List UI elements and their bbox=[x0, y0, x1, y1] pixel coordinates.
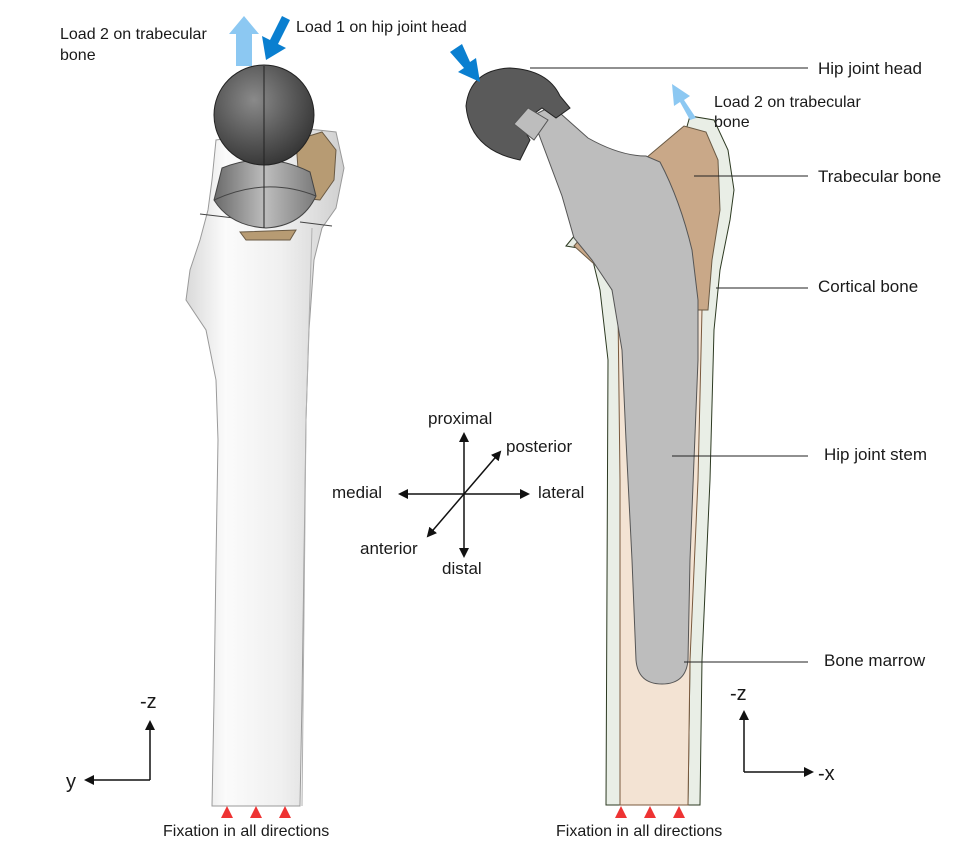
right-load1-arrow bbox=[450, 44, 480, 82]
label-trabecular-bone: Trabecular bone bbox=[818, 167, 941, 186]
fixation-triangle bbox=[250, 806, 262, 818]
left-load1-label: Load 1 on hip joint head bbox=[296, 19, 467, 36]
left-load1-arrow bbox=[262, 16, 290, 60]
orientation-cross: proximal posterior medial lateral anteri… bbox=[332, 409, 584, 578]
orientation-posterior-arrow bbox=[463, 450, 502, 495]
left-load2-label-line2: bone bbox=[60, 47, 96, 64]
left-fixation-label: Fixation in all directions bbox=[163, 823, 329, 840]
left-bone-body bbox=[185, 127, 345, 807]
right-axis-horizontal-label: -x bbox=[818, 763, 835, 785]
fixation-triangle bbox=[279, 806, 291, 818]
left-fixation-markers bbox=[221, 806, 291, 818]
left-neck-ring bbox=[213, 186, 317, 201]
fixation-triangle bbox=[615, 806, 627, 818]
hip-joint-stem-region bbox=[531, 105, 699, 685]
orientation-distal-label: distal bbox=[442, 559, 482, 578]
orientation-lateral-label: lateral bbox=[538, 483, 584, 502]
fixation-triangle bbox=[221, 806, 233, 818]
right-fixation-label: Fixation in all directions bbox=[556, 823, 722, 840]
label-load2: Load 2 on trabecular bbox=[714, 94, 861, 111]
fixation-triangle bbox=[644, 806, 656, 818]
left-load2-label: Load 2 on trabecular bbox=[60, 26, 207, 43]
left-axis-vertical-label: -z bbox=[140, 691, 157, 713]
hip-joint-head-section bbox=[465, 67, 571, 161]
right-femur-section: Hip joint head Load 2 on trabecular bone… bbox=[450, 44, 941, 840]
right-coordinate-axes: -z -x bbox=[730, 683, 835, 785]
left-bone-edge-line bbox=[301, 227, 313, 807]
label-cortical-bone: Cortical bone bbox=[818, 277, 918, 296]
left-trabecular-rim bbox=[239, 229, 297, 241]
fixation-triangle bbox=[673, 806, 685, 818]
head-neck-taper bbox=[513, 107, 549, 141]
left-femur-view: Load 2 on trabecular bone Load 1 on hip … bbox=[60, 16, 467, 840]
left-coordinate-axes: -z y bbox=[66, 691, 157, 793]
left-section-line-2 bbox=[299, 221, 333, 227]
right-axis-vertical-label: -z bbox=[730, 683, 747, 705]
left-axis-horizontal-label: y bbox=[66, 771, 76, 793]
orientation-medial-label: medial bbox=[332, 483, 382, 502]
left-load2-arrow bbox=[229, 16, 259, 66]
label-hip-joint-stem: Hip joint stem bbox=[824, 445, 927, 464]
orientation-posterior-label: posterior bbox=[506, 437, 572, 456]
orientation-anterior-label: anterior bbox=[360, 539, 418, 558]
label-hip-joint-head: Hip joint head bbox=[818, 59, 922, 78]
orientation-anterior-arrow bbox=[426, 493, 465, 538]
label-load2-line2: bone bbox=[714, 114, 750, 131]
right-fixation-markers bbox=[615, 806, 685, 818]
right-load2-arrow bbox=[672, 84, 696, 120]
orientation-proximal-label: proximal bbox=[428, 409, 492, 428]
left-section-line bbox=[199, 213, 235, 219]
label-bone-marrow: Bone marrow bbox=[824, 651, 926, 670]
